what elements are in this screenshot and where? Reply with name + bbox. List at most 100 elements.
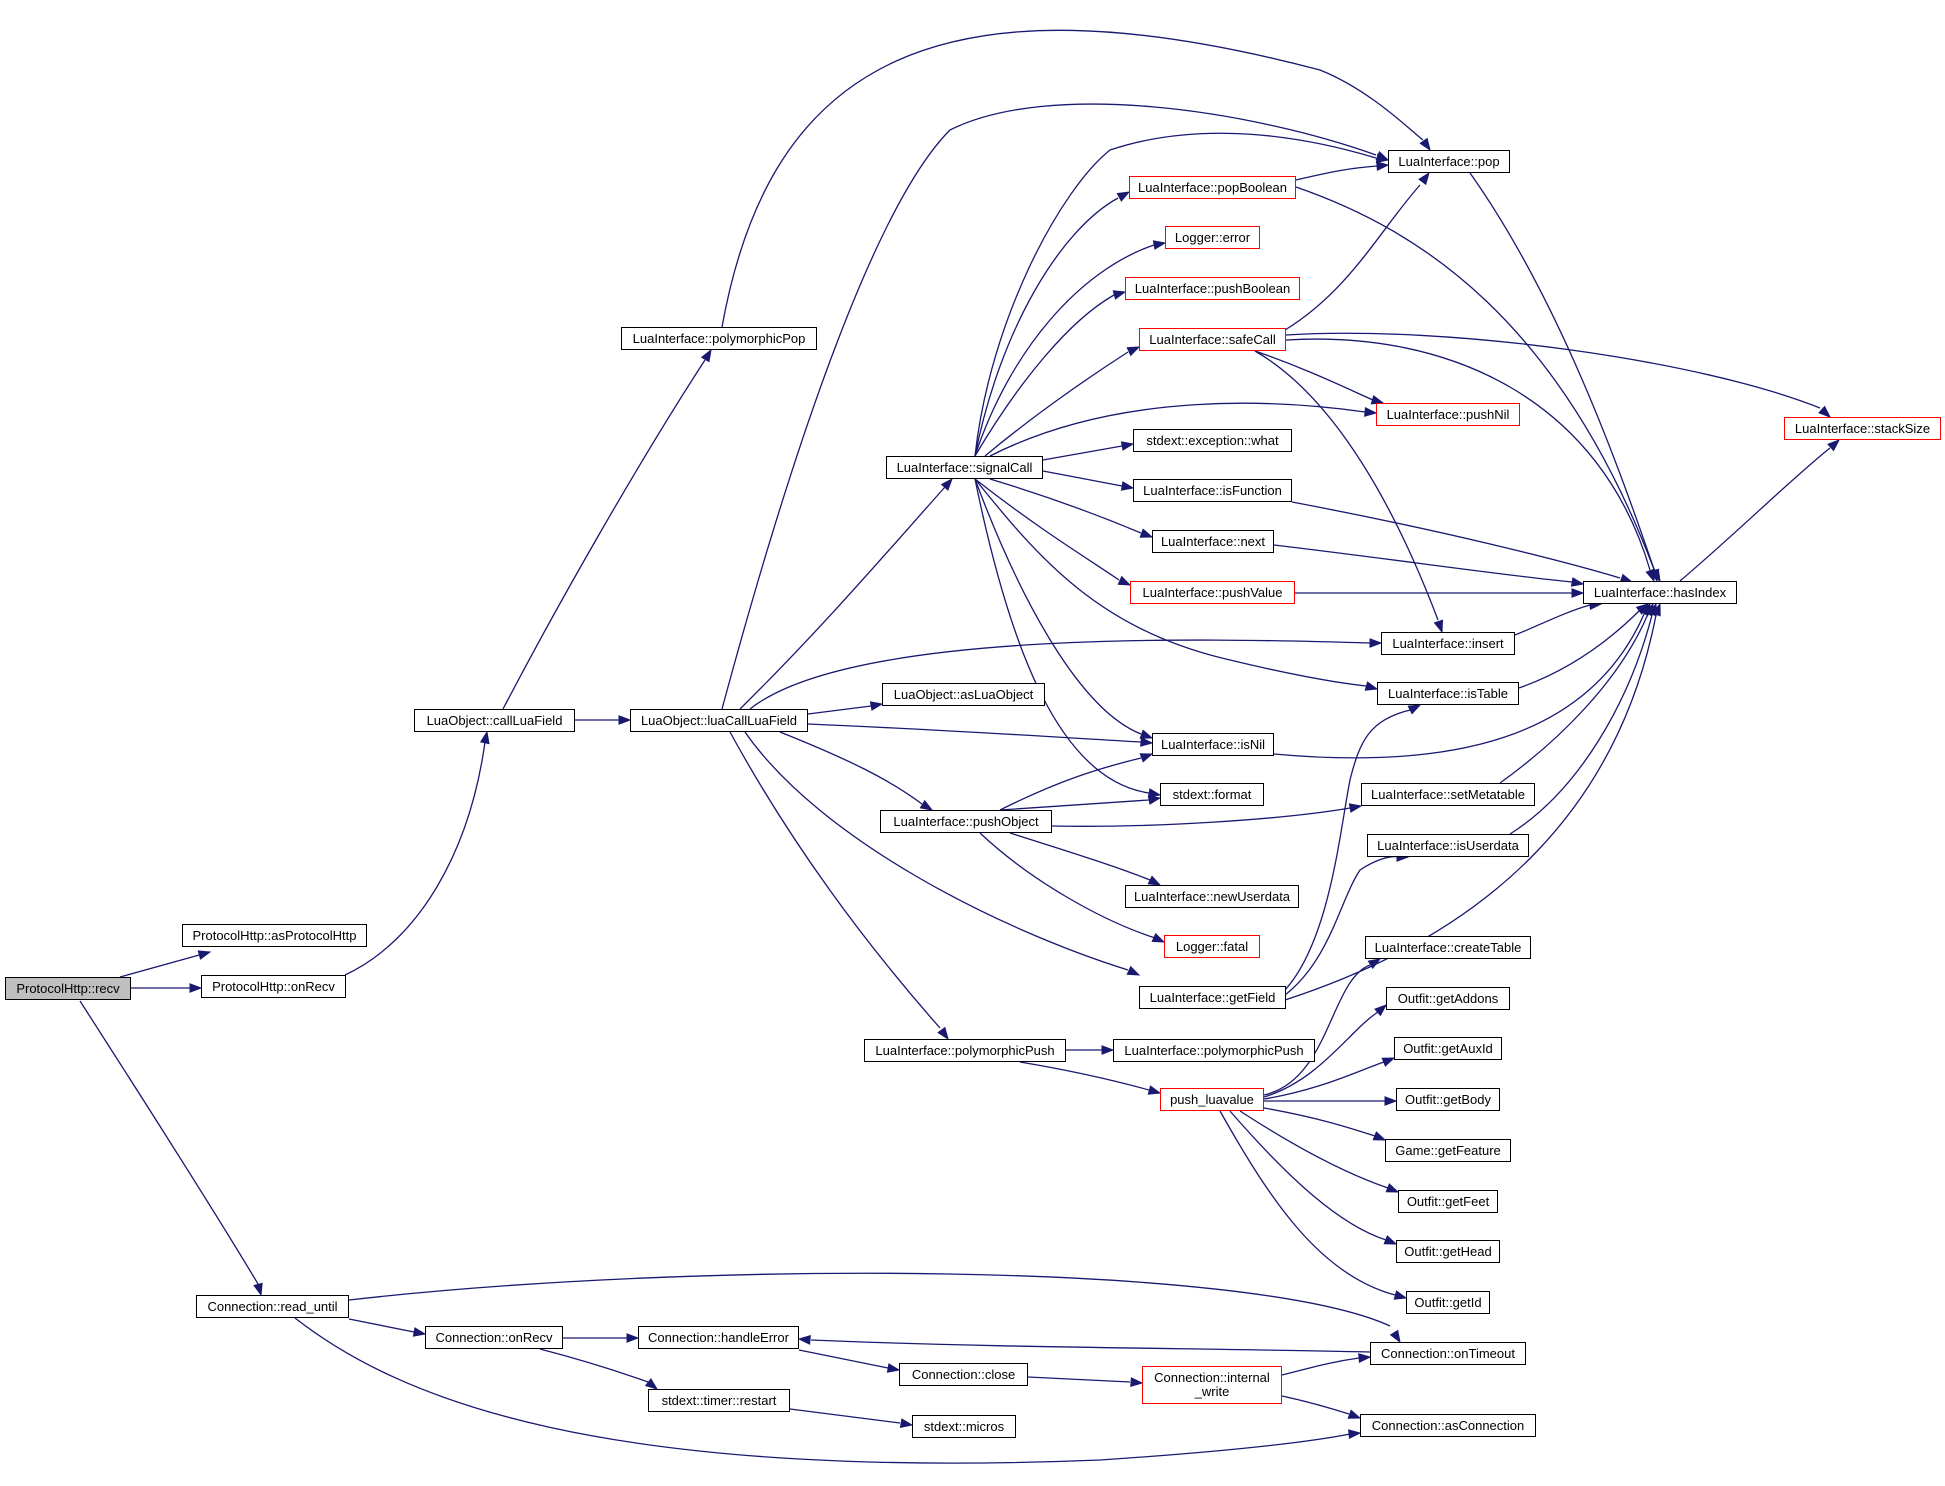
edge-pushobject-isnil xyxy=(999,753,1154,811)
edge-luacallluafield-signalcall xyxy=(739,477,953,710)
edge-getfield-hasindex xyxy=(1284,602,1661,1001)
edge-luacallluafield-getfield xyxy=(744,731,1141,976)
node-connection-close[interactable]: Connection::close xyxy=(899,1363,1028,1386)
edge-callluafield-luacallluafield xyxy=(575,715,632,725)
node-luainterface-pushboolean[interactable]: LuaInterface::pushBoolean xyxy=(1125,277,1300,300)
node-connection-asconnection[interactable]: Connection::asConnection xyxy=(1360,1414,1536,1437)
node-connection-onrecv[interactable]: Connection::onRecv xyxy=(425,1326,563,1349)
node-logger-fatal[interactable]: Logger::fatal xyxy=(1164,935,1260,958)
edge-pushluavalue-getid xyxy=(1219,1110,1408,1300)
node-push-luavalue[interactable]: push_luavalue xyxy=(1160,1088,1264,1111)
node-stdext-format[interactable]: stdext::format xyxy=(1160,783,1264,806)
node-outfit-getaddons[interactable]: Outfit::getAddons xyxy=(1386,987,1510,1010)
edge-signalcall-exceptionwhat xyxy=(1042,441,1135,461)
edge-safecall-pop xyxy=(1284,171,1430,331)
node-stdext-micros[interactable]: stdext::micros xyxy=(912,1415,1016,1438)
edge-signalcall-next xyxy=(989,478,1154,538)
edge-isfunction-hasindex xyxy=(1291,501,1634,584)
edge-signalcall-pushvalue xyxy=(974,478,1132,586)
edge-signalcall-pop xyxy=(974,132,1390,457)
node-connection-read-until[interactable]: Connection::read_until xyxy=(196,1295,349,1318)
node-luainterface-pushvalue[interactable]: LuaInterface::pushValue xyxy=(1130,581,1295,604)
node-luainterface-isnil[interactable]: LuaInterface::isNil xyxy=(1152,733,1274,756)
edge-recv-readuntil xyxy=(79,1000,263,1297)
node-outfit-getauxid[interactable]: Outfit::getAuxId xyxy=(1394,1037,1502,1060)
edge-pushluavalue-getfeature xyxy=(1263,1107,1387,1141)
node-luainterface-hasindex[interactable]: LuaInterface::hasIndex xyxy=(1583,581,1737,604)
edge-polymorphicpop-pop xyxy=(721,29,1431,328)
edge-onrecv-timerrestart xyxy=(539,1348,659,1390)
node-luainterface-polymorphicpush-2[interactable]: LuaInterface::polymorphicPush xyxy=(1113,1039,1315,1062)
edge-readuntil-ontimeout xyxy=(348,1272,1401,1344)
edge-signalcall-istable xyxy=(974,478,1379,691)
edge-signalcall-pushnil xyxy=(989,402,1378,457)
node-luaobject-luacallluafield[interactable]: LuaObject::luaCallLuaField xyxy=(630,709,808,732)
node-luainterface-isuserdata[interactable]: LuaInterface::isUserdata xyxy=(1367,834,1529,857)
node-luainterface-popboolean[interactable]: LuaInterface::popBoolean xyxy=(1129,176,1296,199)
edge-handleerror-close xyxy=(798,1349,901,1373)
edge-pushobject-newuserdata xyxy=(1009,832,1162,886)
edge-pop-hasindex xyxy=(1469,172,1661,583)
edge-pushluavalue-getauxid xyxy=(1263,1057,1396,1100)
node-connection-internal-write[interactable]: Connection::internal _write xyxy=(1142,1366,1282,1404)
node-luainterface-getfield[interactable]: LuaInterface::getField xyxy=(1139,986,1286,1009)
node-luainterface-polymorphicpush[interactable]: LuaInterface::polymorphicPush xyxy=(864,1039,1066,1062)
edge-pushluavalue-getaddons xyxy=(1263,1004,1388,1098)
edge-pushluavalue-gethead xyxy=(1229,1110,1398,1245)
node-luainterface-newuserdata[interactable]: LuaInterface::newUserdata xyxy=(1125,885,1299,908)
edge-safecall-hasindex xyxy=(1285,338,1655,583)
edge-insert-hasindex xyxy=(1514,600,1603,636)
edge-internalwrite-ontimeout xyxy=(1281,1353,1372,1376)
node-connection-handleerror[interactable]: Connection::handleError xyxy=(638,1326,799,1349)
node-connection-ontimeout[interactable]: Connection::onTimeout xyxy=(1370,1342,1526,1365)
node-logger-error[interactable]: Logger::error xyxy=(1165,226,1260,249)
edge-luacallluafield-insert xyxy=(749,638,1383,710)
edge-polymorphicpush-polymorphicpush2 xyxy=(1066,1045,1115,1055)
node-outfit-getfeet[interactable]: Outfit::getFeet xyxy=(1398,1190,1498,1213)
node-luainterface-insert[interactable]: LuaInterface::insert xyxy=(1381,632,1515,655)
node-luainterface-signalcall[interactable]: LuaInterface::signalCall xyxy=(886,456,1043,479)
edge-setmetatable-hasindex xyxy=(1499,602,1654,784)
edge-pushobject-setmetatable xyxy=(1051,803,1363,827)
edge-luacallluafield-polymorphicpush xyxy=(729,731,949,1041)
node-luainterface-pop[interactable]: LuaInterface::pop xyxy=(1388,150,1510,173)
edge-luacallluafield-pushobject xyxy=(779,731,934,811)
node-stdext-exception-what[interactable]: stdext::exception::what xyxy=(1133,429,1292,452)
node-stdext-timer-restart[interactable]: stdext::timer::restart xyxy=(648,1389,790,1412)
node-luaobject-asluaobject[interactable]: LuaObject::asLuaObject xyxy=(882,683,1045,706)
edge-pushobject-fatal xyxy=(979,832,1166,943)
node-luainterface-stacksize[interactable]: LuaInterface::stackSize xyxy=(1784,417,1941,440)
edge-safecall-stacksize xyxy=(1285,332,1832,418)
node-luainterface-createtable[interactable]: LuaInterface::createTable xyxy=(1365,936,1531,959)
node-luainterface-pushobject[interactable]: LuaInterface::pushObject xyxy=(880,810,1052,833)
edge-recv-asprotocolhttp xyxy=(119,950,212,978)
node-game-getfeature[interactable]: Game::getFeature xyxy=(1385,1139,1511,1162)
node-protocolhttp-recv: ProtocolHttp::recv xyxy=(5,977,131,1000)
node-protocolhttp-onrecv[interactable]: ProtocolHttp::onRecv xyxy=(201,975,346,998)
node-luainterface-safecall[interactable]: LuaInterface::safeCall xyxy=(1139,328,1286,351)
edge-pushobject-format xyxy=(999,795,1162,811)
edge-internalwrite-asconnection xyxy=(1281,1395,1362,1419)
edge-readuntil-onrecv xyxy=(348,1318,427,1337)
edge-signalcall-safecall xyxy=(984,346,1141,457)
node-luaobject-callluafield[interactable]: LuaObject::callLuaField xyxy=(414,709,575,732)
edge-signalcall-format xyxy=(974,478,1162,798)
edge-signalcall-isfunction xyxy=(1042,470,1135,491)
node-luainterface-setmetatable[interactable]: LuaInterface::setMetatable xyxy=(1361,783,1535,806)
node-luainterface-next[interactable]: LuaInterface::next xyxy=(1152,530,1274,553)
edge-pushluavalue-getfeet xyxy=(1239,1110,1400,1193)
node-luainterface-isfunction[interactable]: LuaInterface::isFunction xyxy=(1133,479,1292,502)
edge-signalcall-pushboolean xyxy=(974,290,1127,457)
edge-getfield-isuserdata xyxy=(1284,852,1410,996)
node-outfit-getid[interactable]: Outfit::getId xyxy=(1406,1291,1490,1314)
edge-pushluavalue-getbody xyxy=(1264,1096,1398,1106)
node-luainterface-pushnil[interactable]: LuaInterface::pushNil xyxy=(1376,403,1520,426)
edge-onrecv-callluafield xyxy=(344,730,490,976)
node-outfit-getbody[interactable]: Outfit::getBody xyxy=(1396,1088,1500,1111)
node-luainterface-polymorphicpop[interactable]: LuaInterface::polymorphicPop xyxy=(621,327,817,350)
node-protocolhttp-asprotocolhttp[interactable]: ProtocolHttp::asProtocolHttp xyxy=(182,924,367,947)
node-luainterface-istable[interactable]: LuaInterface::isTable xyxy=(1377,682,1519,705)
node-outfit-gethead[interactable]: Outfit::getHead xyxy=(1396,1240,1500,1263)
